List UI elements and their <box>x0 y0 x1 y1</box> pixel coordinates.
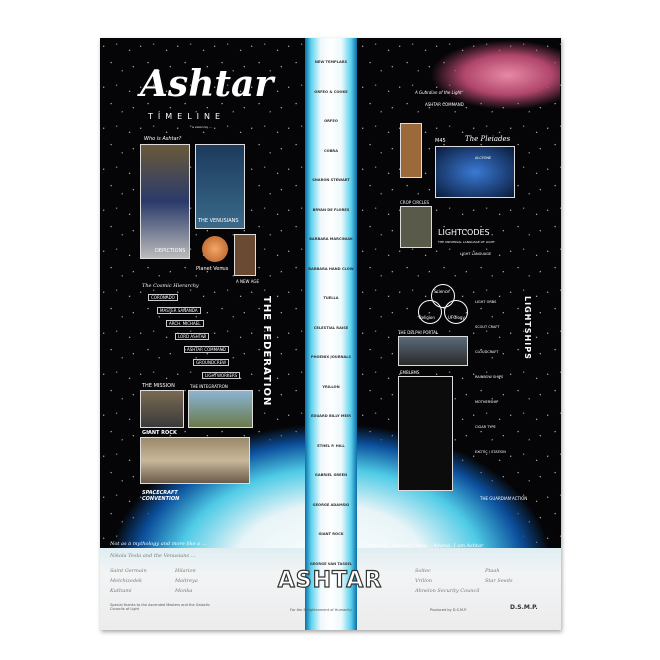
venn-label: Science <box>434 289 450 294</box>
timeline-entry: BARBARA MARCINIAK <box>309 237 353 241</box>
timeline-entry: SHARON STEWART <box>312 178 350 182</box>
bottom-quote: Nikola Tesla and the Venusians ... <box>110 553 196 559</box>
hierarchy-title: The Cosmic Hierarchy <box>142 283 199 289</box>
lightship-item: MOTHERSHIP <box>475 400 499 404</box>
pleiades-title: The Pleiades <box>465 135 511 143</box>
pleiades-panel <box>435 146 515 198</box>
poster: Ashtar TIMELINE a vision by ... Who is A… <box>100 38 561 630</box>
lightcodes-title: LIGHTCODES <box>438 228 490 237</box>
integratron-label: THE INTEGRATRON <box>190 384 228 389</box>
lightship-item: CIGAR TYPE <box>475 425 496 429</box>
venn-circle <box>431 284 455 308</box>
signature: Hilarion <box>175 568 196 574</box>
lightship-item: SCOUT CRAFT <box>475 325 500 329</box>
hierarchy-item: ASHTAR COMMAND <box>184 346 229 353</box>
venusians-panel <box>195 144 245 229</box>
credit-left: Special thanks to the Ascended Masters a… <box>110 603 210 611</box>
left-quote: Not as a mythology and more like a ... <box>110 541 207 547</box>
light-beam <box>305 38 357 630</box>
venn-circle <box>444 300 468 324</box>
venn-circle <box>418 300 442 324</box>
lightcodes-sub: THE UNIVERSAL LANGUAGE OF LIGHT <box>438 240 495 244</box>
logo-subtitle: TIMELINE <box>148 112 226 121</box>
venus-planet <box>202 236 228 262</box>
crop-panel <box>400 206 432 248</box>
timeline-entry: GEORGE VAN TASSEL <box>309 561 353 566</box>
crop-label: CROP CIRCLES <box>400 200 430 205</box>
giant-rock-panel <box>140 437 250 484</box>
light-language-label: LIGHT LANGUAGE <box>460 252 492 256</box>
guardian-text: A Guardian of the Light <box>415 90 462 95</box>
delphi-panel <box>398 336 468 366</box>
signature: Monka <box>175 588 193 594</box>
giant-rock-label: GIANT ROCK <box>142 430 177 436</box>
lightships-label: LIGHTSHIPS <box>523 296 532 360</box>
timeline-entry: YRILLON <box>322 384 340 389</box>
hierarchy-item: ARCH. MICHAEL <box>166 320 204 327</box>
guardian-action-label: THE GUARDIAN ACTION <box>480 496 528 501</box>
timeline-entry: ORFEO & COOKE <box>314 89 348 94</box>
timeline-entry: CELESTIAL RAISE <box>313 325 349 330</box>
signature: Kuthumi <box>110 588 132 594</box>
signature: Ahnelon Security Council <box>415 588 480 594</box>
hierarchy-item: CORONADO <box>148 294 178 301</box>
hierarchy-item: LIGHTWORKERS <box>202 372 241 379</box>
mission-label: THE MISSION <box>142 383 175 389</box>
depictions-label: DEPICTIONS <box>155 248 186 254</box>
timeline-entry: ETHEL P. HILL <box>317 443 345 448</box>
right-quote: Be well, Beloved Ones... Adonai, I am As… <box>370 543 484 549</box>
who-panel <box>140 144 190 259</box>
timeline-entry: EDUARD BILLY MEIR <box>310 414 352 418</box>
planet-label: Planet Venus <box>196 266 229 272</box>
venn-label: Religion <box>419 315 435 320</box>
lightship-item: CLOUDCRAFT <box>475 350 499 354</box>
credit-right: Produced by D.S.M.P. <box>430 608 467 612</box>
alcyone-label: ALCYONE <box>475 156 492 160</box>
signature: Soltec <box>415 568 431 574</box>
venn-label: UFOlogy <box>448 315 465 320</box>
lightship-item: LIGHT ORBS <box>475 300 497 304</box>
signature: Vrillon <box>415 578 433 584</box>
integratron-panel <box>188 390 253 428</box>
signature: Maitreya <box>175 578 198 584</box>
brand-mark: D.S.M.P. <box>510 604 538 611</box>
signature: Ptaah <box>485 568 500 574</box>
lightship-item: EXOTIC / STATION <box>475 450 506 454</box>
timeline-entry: ORFEO <box>324 119 338 123</box>
timeline-entry: COBRA <box>324 148 338 153</box>
signature: Saint Germain <box>110 568 147 574</box>
timeline-entry: TUELLA <box>323 296 339 300</box>
timeline-entry: PHOENIX JOURNALS <box>310 355 352 359</box>
logo-title: Ashtar <box>140 63 274 105</box>
byline: a vision by ... <box>192 125 212 129</box>
federation-label: THE FEDERATION <box>261 296 272 407</box>
timeline-entry: GIANT ROCK <box>318 532 344 536</box>
convention-label: SPACECRAFT CONVENTION <box>142 490 180 502</box>
m45-label: M45 <box>435 138 446 144</box>
timeline-entry: BRYAN DE FLORES <box>312 207 350 212</box>
hierarchy-item: LORD ASHTAR <box>175 333 210 340</box>
hierarchy-item: GROUNDCREW <box>193 359 230 366</box>
new-age-label: A NEW AGE <box>236 279 260 284</box>
emblems-panel <box>398 376 453 491</box>
timeline-entry: GABRIEL GREEN <box>314 473 348 477</box>
pink-nebula <box>430 40 560 110</box>
ashtar-logo: ASHTAR <box>277 567 383 593</box>
emblems-label: EMBLEMS <box>400 370 420 375</box>
timeline-entry: NEW TEMPLARS <box>314 60 348 64</box>
delphi-label: THE DELPHI PORTAL <box>398 330 439 335</box>
mission-panel <box>140 390 184 428</box>
who-label: Who is Ashtar? <box>144 136 182 142</box>
signature: Star Seeds <box>485 578 513 584</box>
hierarchy-item: MASTER SANANDA <box>157 307 201 314</box>
signature: Melchizedek <box>110 578 143 584</box>
credit-center: For the Enlightenment of Humanity <box>290 608 352 612</box>
timeline-entry: BARBARA HAND CLOW <box>308 266 354 271</box>
venusians-label: THE VENUSIANS <box>198 218 239 224</box>
command-text: ASHTAR COMMAND <box>425 102 464 107</box>
new-age-panel <box>234 234 256 276</box>
timeline-entry: GEORGE ADAMSKI <box>312 502 350 507</box>
portrait-panel <box>400 123 422 178</box>
lightship-item: RAINBOW SHIPS <box>475 375 504 379</box>
